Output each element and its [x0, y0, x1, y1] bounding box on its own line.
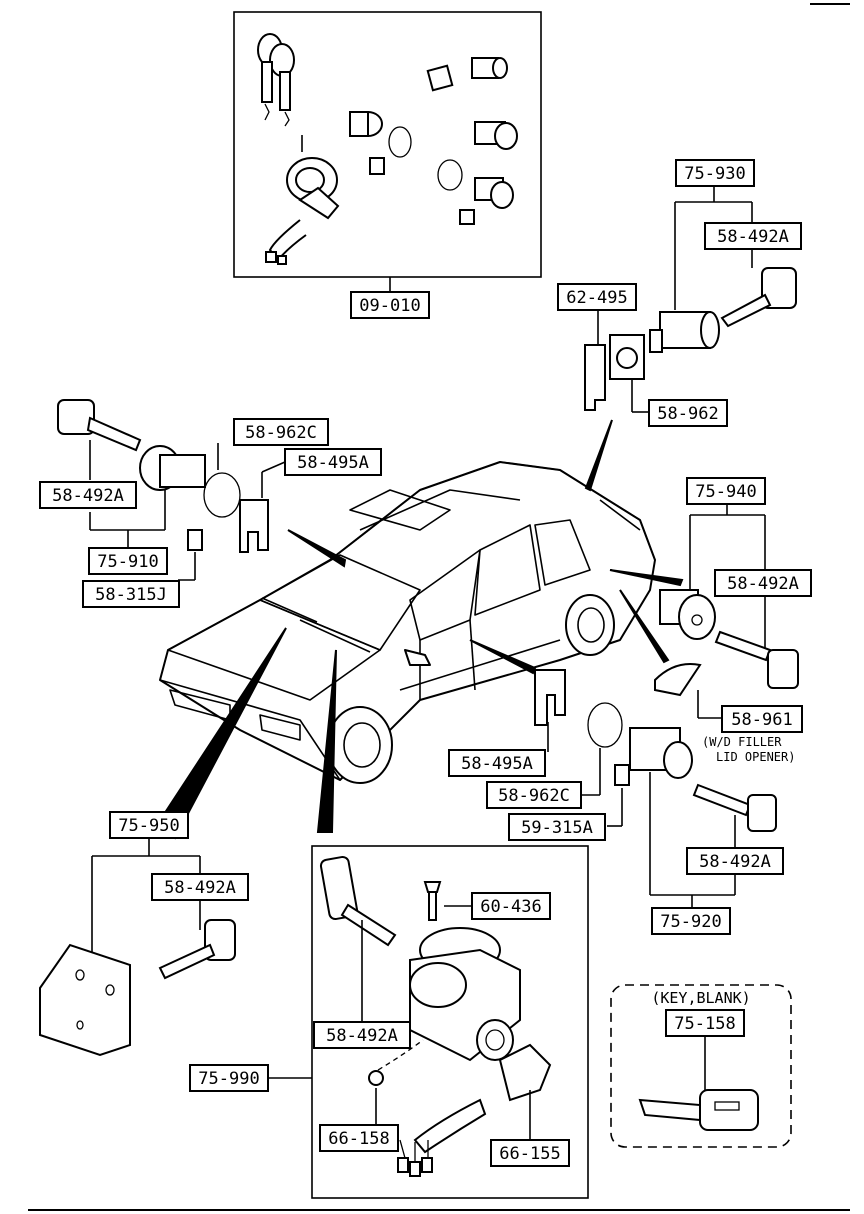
- svg-text:58-492A: 58-492A: [164, 878, 236, 898]
- svg-text:75-920: 75-920: [660, 912, 721, 932]
- svg-text:(KEY,BLANK): (KEY,BLANK): [651, 989, 750, 1007]
- label-75-950: 75-950: [109, 811, 189, 839]
- key-set-illustration: [257, 33, 295, 127]
- label-58-492a-lowright: 58-492A: [686, 847, 784, 875]
- label-58-492a-lowleft: 58-492A: [151, 873, 249, 901]
- svg-text:58-492A: 58-492A: [326, 1026, 398, 1046]
- group-75-910: [57, 399, 286, 581]
- label-58-492a-right: 58-492A: [714, 569, 812, 597]
- kit-box-09-010: [233, 11, 542, 292]
- label-58-495a-top: 58-495A: [284, 448, 382, 476]
- label-58-961: 58-961: [721, 705, 803, 733]
- svg-text:58-962: 58-962: [657, 404, 718, 424]
- label-75-910: 75-910: [88, 547, 168, 575]
- svg-text:(W/D FILLER: (W/D FILLER: [702, 735, 782, 749]
- group-75-940: [654, 500, 799, 719]
- svg-text:75-950: 75-950: [118, 816, 179, 836]
- label-59-315a: 59-315A: [508, 813, 606, 841]
- label-09-010: 09-010: [350, 291, 430, 319]
- label-66-155: 66-155: [490, 1139, 570, 1167]
- label-75-158: 75-158: [665, 1009, 745, 1037]
- svg-text:58-492A: 58-492A: [52, 486, 124, 506]
- svg-text:LID OPENER): LID OPENER): [716, 750, 795, 764]
- label-58-962c-top: 58-962C: [233, 418, 329, 446]
- label-75-990: 75-990: [189, 1064, 269, 1092]
- svg-text:75-930: 75-930: [684, 164, 745, 184]
- group-75-930: [584, 186, 797, 413]
- label-66-158: 66-158: [319, 1124, 399, 1152]
- pointer-wedges: [153, 419, 684, 840]
- svg-text:75-158: 75-158: [674, 1014, 735, 1034]
- group-75-950: [39, 838, 236, 1057]
- ignition-lock-illustration: [265, 135, 340, 265]
- label-58-962c-mid: 58-962C: [486, 781, 582, 809]
- svg-text:66-155: 66-155: [499, 1144, 560, 1164]
- label-75-930: 75-930: [675, 159, 755, 187]
- svg-text:58-315J: 58-315J: [95, 585, 167, 605]
- label-58-495a-mid: 58-495A: [448, 749, 546, 777]
- svg-text:58-962C: 58-962C: [245, 423, 317, 443]
- svg-text:58-495A: 58-495A: [297, 453, 369, 473]
- svg-text:58-961: 58-961: [731, 710, 792, 730]
- svg-text:09-010: 09-010: [359, 296, 420, 316]
- svg-text:62-495: 62-495: [566, 288, 627, 308]
- svg-text:75-940: 75-940: [695, 482, 756, 502]
- label-58-492a-ignition: 58-492A: [313, 1021, 411, 1049]
- svg-text:75-910: 75-910: [97, 552, 158, 572]
- label-58-492a-left: 58-492A: [39, 481, 137, 509]
- label-58-315j: 58-315J: [82, 580, 180, 608]
- note-key-blank: (KEY,BLANK): [651, 989, 750, 1007]
- svg-text:75-990: 75-990: [198, 1069, 259, 1089]
- label-60-436: 60-436: [471, 892, 551, 920]
- ignition-box-75-990: [268, 845, 589, 1199]
- svg-text:58-492A: 58-492A: [727, 574, 799, 594]
- svg-text:60-436: 60-436: [480, 897, 541, 917]
- label-58-962: 58-962: [648, 399, 728, 427]
- key-blank-box: [610, 984, 792, 1148]
- svg-text:59-315A: 59-315A: [521, 818, 593, 838]
- label-75-940: 75-940: [686, 477, 766, 505]
- label-75-920: 75-920: [651, 907, 731, 935]
- svg-text:58-492A: 58-492A: [699, 852, 771, 872]
- svg-text:58-495A: 58-495A: [461, 754, 533, 774]
- svg-text:58-962C: 58-962C: [498, 786, 570, 806]
- label-58-492a-top: 58-492A: [704, 222, 802, 250]
- note-wd-filler: (W/D FILLER LID OPENER): [702, 735, 795, 764]
- group-75-920: [534, 669, 777, 908]
- svg-text:66-158: 66-158: [328, 1129, 389, 1149]
- svg-text:58-492A: 58-492A: [717, 227, 789, 247]
- label-62-495: 62-495: [557, 283, 637, 311]
- lock-cylinders-illustration: [349, 57, 518, 225]
